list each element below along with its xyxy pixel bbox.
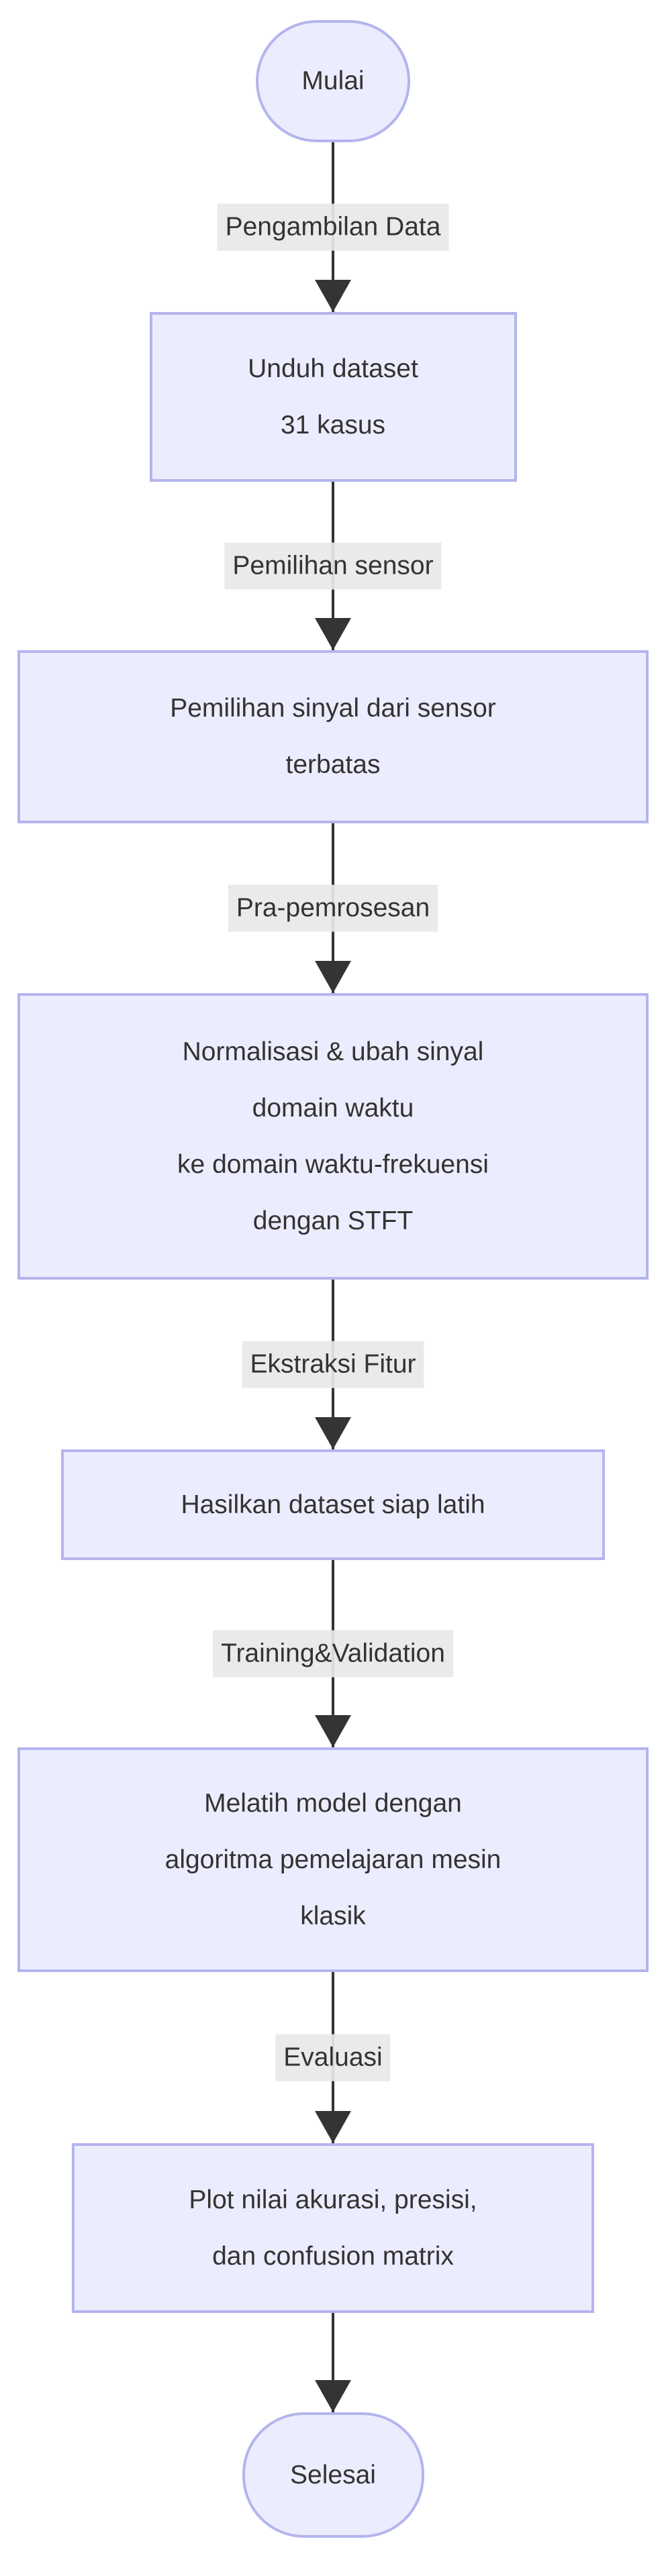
edge-label-ekstraksi-fitur: Ekstraksi Fitur <box>242 1341 424 1388</box>
edge-label-training-validation: Training&Validation <box>213 1630 453 1678</box>
edge-start-to-unduh: Pengambilan Data <box>0 142 666 312</box>
edge-normalisasi-to-hasilkan: Ekstraksi Fitur <box>0 1280 666 1449</box>
arrowhead-down-icon <box>315 2111 351 2143</box>
node-text-line: klasik <box>300 1901 366 1930</box>
arrowhead-down-icon <box>315 961 351 993</box>
node-end: Selesai <box>242 2412 424 2538</box>
node-text-line: Unduh dataset <box>248 354 418 383</box>
arrowhead-down-icon <box>315 618 351 650</box>
edge-label-pengambilan-data: Pengambilan Data <box>217 203 449 251</box>
edge-label-evaluasi: Evaluasi <box>275 2034 391 2081</box>
node-text-line: dan confusion matrix <box>212 2241 454 2271</box>
node-plot-evaluasi: Plot nilai akurasi, presisi, dan confusi… <box>72 2143 594 2313</box>
edge-line <box>332 2313 334 2412</box>
edge-label-pemilihan-sensor: Pemilihan sensor <box>224 542 442 590</box>
node-text-line: 31 kasus <box>280 410 386 440</box>
arrowhead-down-icon <box>315 280 351 312</box>
node-text-line: Plot nilai akurasi, presisi, <box>189 2185 477 2214</box>
node-start-label: Mulai <box>301 66 365 95</box>
edge-plot-to-end <box>0 2313 666 2412</box>
edge-label-pra-pemrosesan: Pra-pemrosesan <box>228 884 438 932</box>
arrowhead-down-icon <box>315 2380 351 2412</box>
edge-unduh-to-pemilihan: Pemilihan sensor <box>0 482 666 650</box>
edge-pemilihan-to-normalisasi: Pra-pemrosesan <box>0 823 666 993</box>
node-normalisasi-stft: Normalisasi & ubah sinyal domain waktu k… <box>17 993 649 1280</box>
node-melatih-model: Melatih model dengan algoritma pemelajar… <box>17 1747 649 1972</box>
node-text-line: domain waktu <box>252 1093 414 1123</box>
node-text-line: ke domain waktu-frekuensi <box>177 1149 489 1179</box>
node-start: Mulai <box>256 20 410 142</box>
edge-hasilkan-to-melatih: Training&Validation <box>0 1560 666 1747</box>
node-end-label: Selesai <box>290 2460 376 2489</box>
node-text-line: dengan STFT <box>252 1206 414 1235</box>
node-text-line: Melatih model dengan <box>204 1788 462 1818</box>
edge-melatih-to-plot: Evaluasi <box>0 1972 666 2143</box>
node-text-line: algoritma pemelajaran mesin <box>164 1845 502 1874</box>
arrowhead-down-icon <box>315 1715 351 1747</box>
node-text-line: Hasilkan dataset siap latih <box>181 1490 485 1519</box>
node-hasilkan-dataset: Hasilkan dataset siap latih <box>61 1449 605 1560</box>
node-text-line: Normalisasi & ubah sinyal <box>182 1037 484 1066</box>
arrowhead-down-icon <box>315 1417 351 1449</box>
node-text-line: Pemilihan sinyal dari sensor <box>170 694 496 723</box>
node-pemilihan-sinyal: Pemilihan sinyal dari sensor terbatas <box>17 650 649 823</box>
node-text-line: terbatas <box>285 750 381 779</box>
node-unduh-dataset: Unduh dataset 31 kasus <box>149 312 517 482</box>
